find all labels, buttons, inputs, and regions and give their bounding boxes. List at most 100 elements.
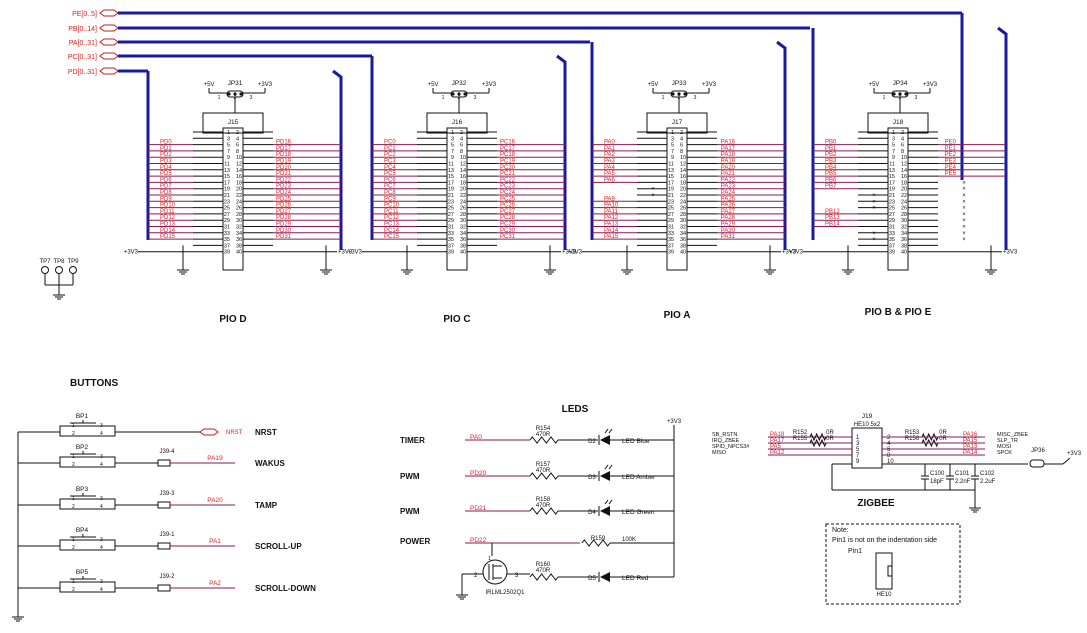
resistor-ref: R154: [536, 426, 551, 432]
button-function-label: SCROLL-UP: [255, 542, 302, 551]
capacitor-value: 2.2nF: [955, 479, 971, 485]
header-pin-number: 31: [668, 225, 674, 231]
button-ref: BP4: [76, 527, 89, 534]
zigbee-title: ZIGBEE: [857, 498, 895, 509]
bus-port-label: PE[0..5]: [72, 11, 97, 18]
header-ref: J16: [452, 119, 463, 126]
net-label: PE0: [945, 140, 957, 146]
header-pin-number: 32: [901, 225, 907, 231]
header-pin-number: 2: [460, 130, 463, 136]
header-pin-number: 4: [236, 136, 239, 142]
net-label: PC10: [384, 203, 400, 209]
header-pin-number: 1: [892, 130, 895, 136]
net-label: PA27: [721, 209, 736, 215]
header-pin-number: 8: [680, 149, 683, 155]
net-label: PD29: [276, 222, 292, 228]
header-pin-number: 38: [680, 243, 686, 249]
header-pin-number: 39: [889, 250, 895, 256]
net-label: PA16: [721, 140, 736, 146]
net-label: PD15: [160, 234, 176, 240]
pin-number: 1: [856, 435, 860, 441]
net-label: PA2: [209, 580, 221, 587]
pin-number: 4: [100, 587, 103, 593]
header-pin-number: 5: [671, 143, 674, 149]
net-label: PA4: [604, 165, 616, 171]
jumper-pin-number: 3: [474, 95, 477, 101]
net-label: PA10: [604, 203, 619, 209]
bus-vertical-right: [776, 40, 787, 250]
no-connect-mark: ×: [962, 218, 966, 224]
net-label: PA22: [721, 177, 736, 183]
pin-number: 4: [100, 462, 103, 468]
jumper-label: JP31: [228, 80, 243, 87]
no-connect-mark: ×: [872, 193, 876, 199]
header-pin-number: 11: [889, 162, 895, 168]
led-name: LED Red: [622, 575, 649, 582]
header-pin-number: 35: [668, 237, 674, 243]
no-connect-mark: ×: [872, 206, 876, 212]
header-pin-number: 14: [901, 168, 907, 174]
button-body: [59, 539, 116, 551]
net-label: PC21: [500, 171, 516, 177]
header-pin-number: 11: [668, 162, 674, 168]
net-label: PA0: [470, 434, 482, 441]
supply-label: +5V: [648, 82, 659, 88]
net-label: PA26: [721, 203, 736, 209]
net-label: PC17: [500, 146, 516, 152]
jumper-label: J39-2: [159, 574, 175, 580]
header-pin-number: 27: [448, 212, 454, 218]
header-pin-number: 36: [460, 237, 466, 243]
led-emission: [608, 428, 613, 434]
pin-number: 10: [887, 459, 894, 465]
header-pin-number: 13: [889, 168, 895, 174]
net-label: PD6: [160, 177, 172, 183]
header-pin-number: 3: [892, 136, 895, 142]
pin-number: 9: [856, 459, 860, 465]
mosfet-symbol: [482, 559, 508, 585]
net-label: PA17: [721, 146, 736, 152]
jumper-pin-number: 1: [662, 95, 665, 101]
net-label: PA30: [721, 228, 736, 234]
jumper-pin: [683, 92, 687, 96]
header-pin-number: 32: [680, 225, 686, 231]
button-ref: BP5: [76, 569, 89, 576]
pin-number: 2: [72, 545, 75, 551]
header-pin-number: 34: [680, 231, 686, 237]
pin-number: 4: [100, 431, 103, 437]
net-label: PA3: [604, 159, 616, 165]
signal-name: SPCK: [997, 450, 1012, 456]
resistor-symbol: [529, 436, 559, 444]
header-pin-number: 16: [460, 174, 466, 180]
no-connect-mark: ×: [872, 231, 876, 237]
header-pin-number: 9: [671, 155, 674, 161]
net-label: PD4: [160, 165, 172, 171]
supply-label: +3V3: [348, 250, 363, 256]
jumper-symbol: [157, 501, 171, 509]
header-pin-number: 26: [680, 206, 686, 212]
header-pin-number: 29: [448, 218, 454, 224]
net-label: PA14: [604, 228, 619, 234]
net-label: PC16: [500, 140, 516, 146]
header-pin-number: 31: [448, 225, 454, 231]
net-label: PD1: [160, 146, 172, 152]
diode-ref: D4: [588, 510, 596, 516]
pin-number: 2: [72, 504, 75, 510]
header-pin-number: 23: [224, 199, 230, 205]
testpoint-symbol: [55, 266, 63, 274]
header-pin-number: 6: [680, 143, 683, 149]
diode-ref: D2: [588, 439, 596, 445]
led-name: LED Blue: [622, 438, 650, 445]
net-label: PD5: [160, 171, 172, 177]
net-label: PA0: [604, 140, 616, 146]
net-label: PC20: [500, 165, 516, 171]
net-label: PE3: [945, 159, 957, 165]
led-symbol: [600, 471, 610, 481]
net-label: PB3: [825, 159, 837, 165]
supply-label: +3V3: [338, 250, 353, 256]
jumper-label: JP33: [672, 80, 687, 87]
header-pin-number: 22: [680, 193, 686, 199]
header-pin-number: 31: [224, 225, 230, 231]
net-label: PB1: [825, 146, 837, 152]
net-label: PD24: [276, 190, 292, 196]
supply-label: +3V3: [667, 419, 682, 425]
